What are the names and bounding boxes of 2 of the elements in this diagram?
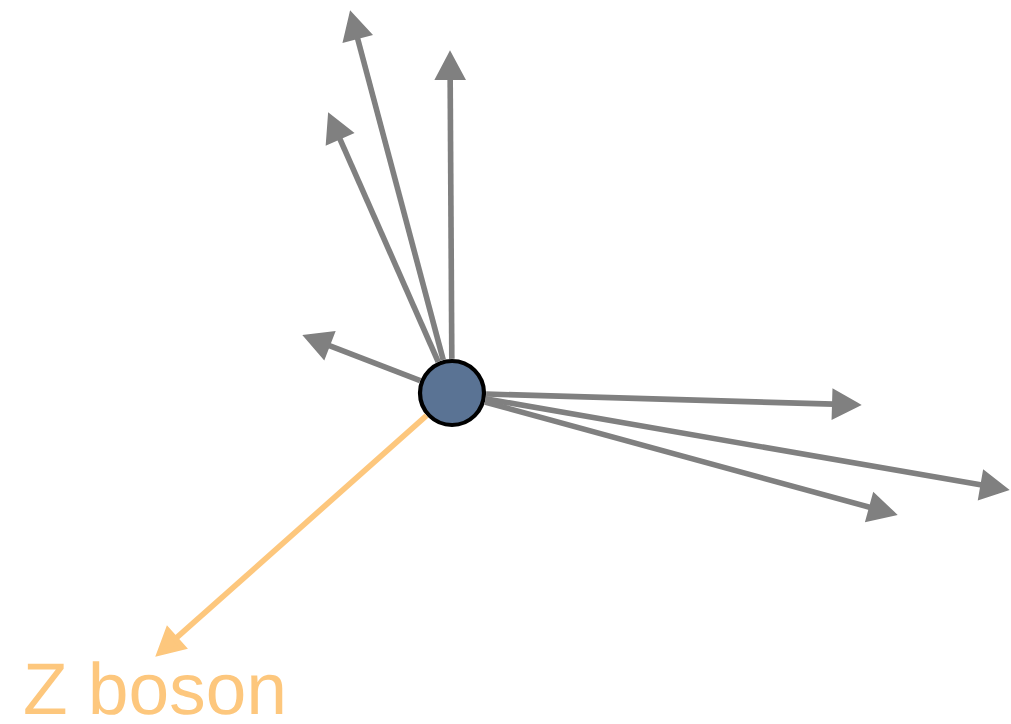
- vertex-circle: [417, 358, 487, 428]
- node-label: Z boson: [25, 661, 283, 715]
